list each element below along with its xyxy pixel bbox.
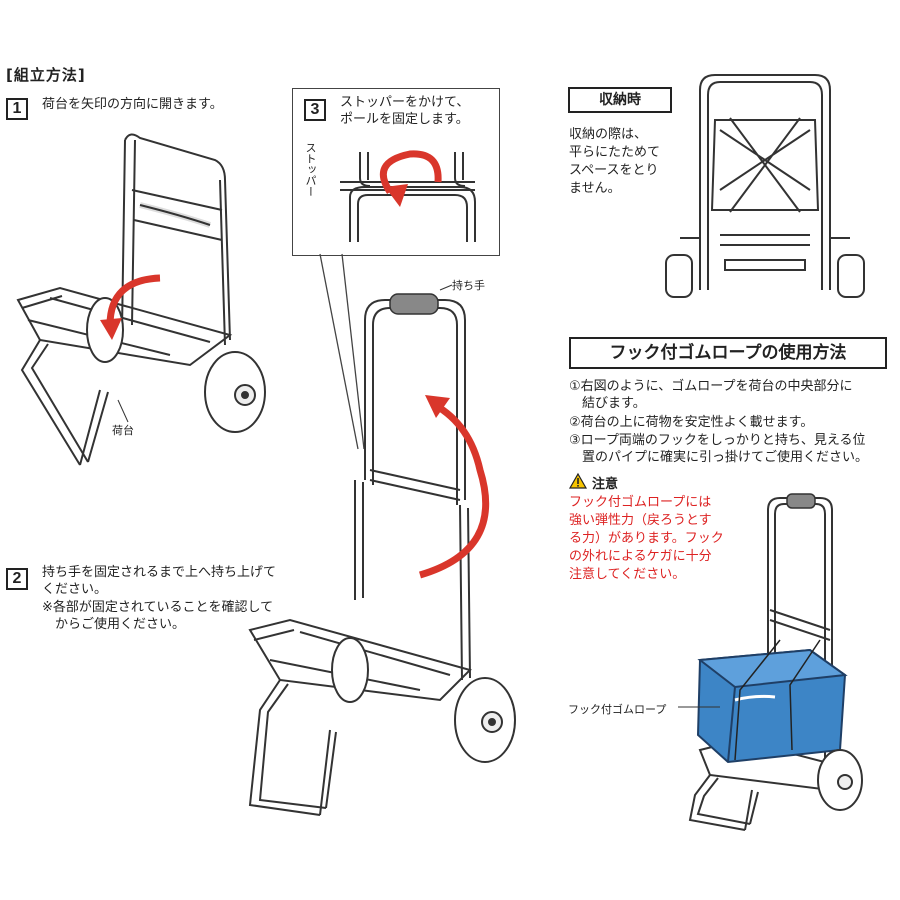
wheel-left — [86, 297, 124, 363]
handle-label: 持ち手 — [452, 279, 485, 292]
wheel-right — [204, 351, 266, 433]
hook-rope-label: フック付ゴムロープ — [568, 703, 667, 716]
carrier-label: 荷台 — [112, 424, 134, 437]
step-3-number: 3 — [304, 99, 326, 121]
cart-grip — [786, 493, 816, 509]
storage-title: 収納時 — [568, 87, 672, 113]
step-2-text: 持ち手を固定されるまで上へ持ち上げて ください。 — [42, 565, 277, 597]
step-2-note: ※各部が固定されていることを確認して からご使用ください。 — [42, 600, 274, 632]
step-1-text: 荷台を矢印の方向に開きます。 — [42, 97, 223, 112]
section-heading: [組立方法] — [6, 66, 86, 84]
folded-wheel-left — [665, 254, 693, 298]
cart-folded-illustration — [665, 74, 865, 298]
usage-item-1: ①右図のように、ゴムロープを荷台の中央部分に 結びます。 — [569, 379, 853, 411]
storage-text: 収納の際は、 平らにたためて スペースをとり ません。 — [569, 127, 661, 196]
cart-with-cooler-illustration — [678, 493, 863, 831]
usage-title: フック付ゴムロープの使用方法 — [569, 337, 887, 369]
curved-arrow-icon — [106, 274, 161, 326]
usage-item-3: ③ロープ両端のフックをしっかりと持ち、見える位 置のパイプに確実に引っ掛けてご使… — [569, 433, 869, 465]
step-1-number: 1 — [6, 98, 28, 120]
cooler-cart-wheel — [817, 749, 863, 811]
curved-arrow-icon — [419, 401, 490, 579]
cart-upright-illustration — [248, 284, 516, 816]
stopper-detail-illustration — [340, 150, 476, 242]
callout-pointer — [319, 253, 365, 450]
wheel-front — [454, 677, 516, 763]
rope — [734, 639, 821, 761]
folded-wheel-right — [837, 254, 865, 298]
step-3-callout — [292, 88, 500, 256]
stopper-label: ストッパー — [304, 142, 317, 197]
caution-text: フック付ゴムロープには 強い弾性力（戻ろうとす る力）があります。フック の外れ… — [569, 495, 724, 582]
step-2-number: 2 — [6, 568, 28, 590]
warning-icon — [568, 472, 588, 489]
cooler-box — [696, 648, 848, 764]
handle-grip — [389, 293, 439, 315]
caution-title: 注意 — [592, 477, 619, 492]
usage-item-2: ②荷台の上に荷物を安定性よく載せます。 — [569, 415, 814, 430]
step-3-text: ストッパーをかけて、 ポールを固定します。 — [340, 95, 470, 127]
cart-open-illustration — [16, 133, 266, 466]
